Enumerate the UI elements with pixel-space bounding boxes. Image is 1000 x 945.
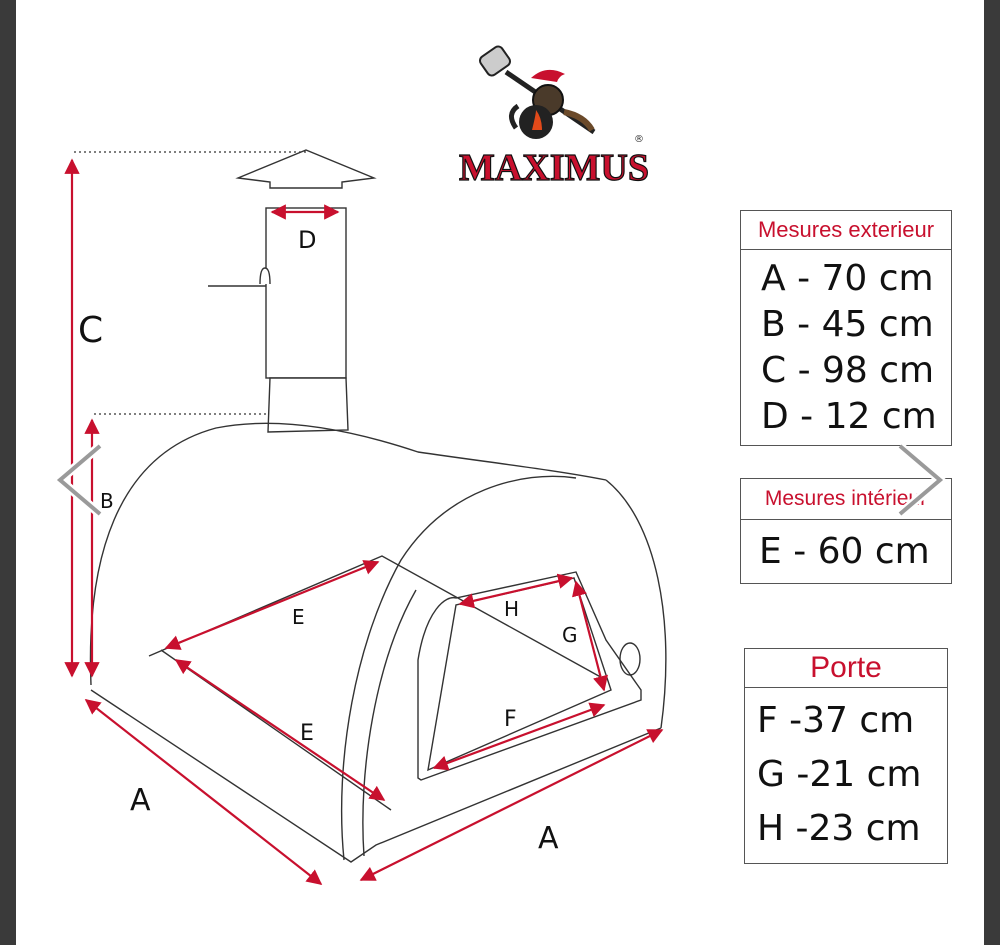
interior-row-e: E - 60 cm	[759, 531, 930, 572]
chevron-right-icon	[897, 442, 947, 518]
next-image-button[interactable]	[892, 440, 950, 520]
maximus-logo: MAXIMUS ®	[458, 45, 650, 190]
door-row-f: F -37 cm	[757, 700, 915, 741]
dimension-arrows	[64, 158, 664, 885]
label-g: G	[562, 623, 578, 647]
label-h: H	[504, 597, 519, 621]
previous-image-button[interactable]	[50, 440, 108, 520]
door-rows: F -37 cm G -21 cm H -23 cm	[745, 688, 947, 856]
exterior-row-c: C - 98 cm	[761, 350, 935, 391]
oven-diagram: MAXIMUS ®	[64, 45, 667, 885]
door-title: Porte	[745, 649, 947, 688]
door-row-g: G -21 cm	[757, 754, 922, 795]
label-e-top: E	[292, 605, 305, 629]
interior-title: Mesures intérieur	[741, 479, 951, 520]
label-c: C	[78, 310, 103, 351]
label-f: F	[504, 707, 517, 732]
exterior-row-a: A - 70 cm	[761, 258, 934, 299]
chimney	[208, 149, 377, 433]
logo-wordmark: MAXIMUS	[459, 147, 649, 189]
guide-lines	[74, 151, 306, 415]
door-row-h: H -23 cm	[757, 808, 921, 849]
exterior-row-d: D - 12 cm	[761, 396, 937, 437]
label-e-bottom: E	[300, 721, 314, 746]
image-stage: MAXIMUS ®	[16, 0, 984, 945]
door-measurements-box: Porte F -37 cm G -21 cm H -23 cm	[744, 648, 948, 864]
exterior-title: Mesures exterieur	[741, 211, 951, 250]
gladiator-icon	[509, 69, 595, 139]
chevron-left-icon	[53, 442, 103, 518]
registered-mark: ®	[634, 134, 644, 145]
label-b: B	[100, 489, 114, 513]
label-d: D	[298, 226, 316, 254]
interior-rows: E - 60 cm	[741, 520, 951, 578]
label-a-right: A	[538, 821, 559, 856]
exterior-rows: A - 70 cm B - 45 cm C - 98 cm D - 12 cm	[741, 250, 951, 440]
exterior-row-b: B - 45 cm	[761, 304, 934, 345]
exterior-measurements-box: Mesures exterieur A - 70 cm B - 45 cm C …	[740, 210, 952, 446]
label-a-left: A	[130, 783, 151, 818]
interior-measurements-box: Mesures intérieur E - 60 cm	[740, 478, 952, 584]
